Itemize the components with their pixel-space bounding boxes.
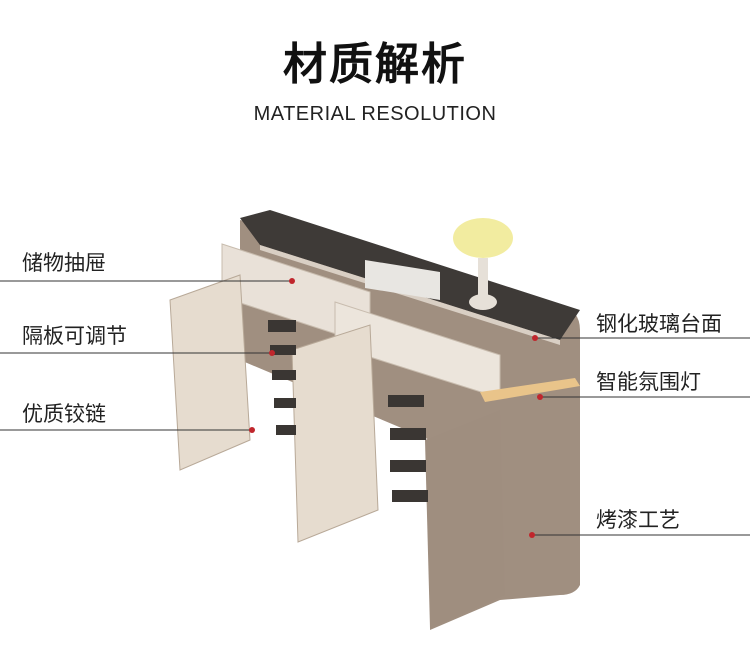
callout-adjustable-shelf: 隔板可调节 <box>22 324 127 348</box>
page-subtitle: MATERIAL RESOLUTION <box>253 103 497 125</box>
callout-hinge: 优质铰链 <box>22 402 106 426</box>
callout-tempered-glass: 钢化玻璃台面 <box>596 312 722 336</box>
callout-ambient-light: 智能氛围灯 <box>596 370 701 394</box>
callout-markers <box>249 278 543 538</box>
callout-storage-drawer: 储物抽屉 <box>22 251 106 275</box>
callout-paint-finish: 烤漆工艺 <box>596 508 680 532</box>
callout-lines <box>0 280 750 536</box>
page-title: 材质解析 <box>283 39 467 90</box>
